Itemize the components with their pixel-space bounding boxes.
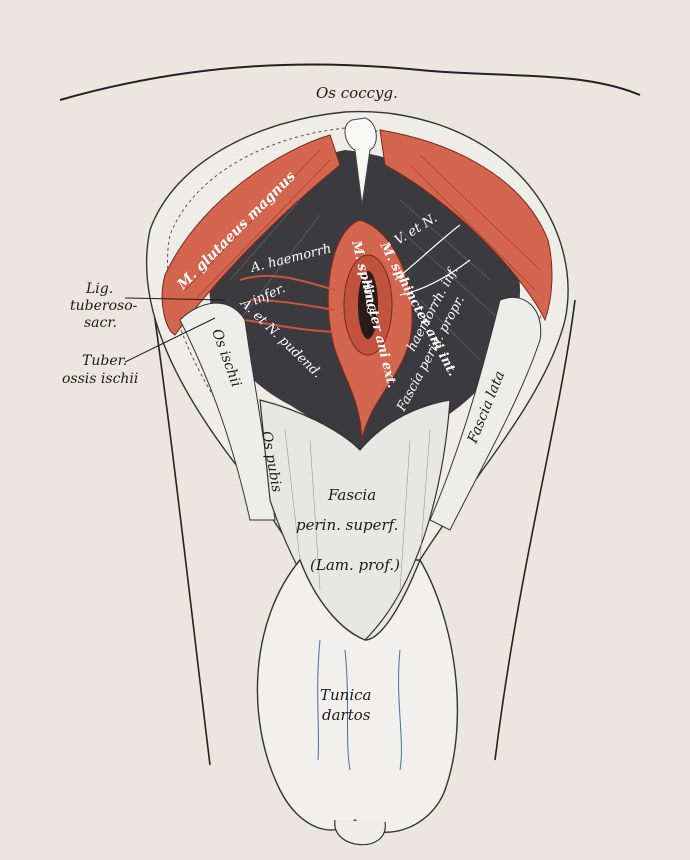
label-ossis-ischii: ossis ischii [62,371,138,387]
fossa-hatching [229,199,501,361]
label-anus: Anus [360,280,378,316]
label-lig-tuberoso: tuberoso- [70,298,138,314]
label-tunica: Tunica [320,686,371,704]
coccyx [344,117,377,206]
body-outline [59,63,641,101]
glutaeus-left [161,134,341,336]
haemorrhoidal-vessels-left [239,274,336,333]
label-os-coccyg: Os coccyg. [316,84,398,102]
os-ischii-right [429,296,542,531]
label-lam-prof: (Lam. prof.) [310,556,400,574]
haemorrhoidal-vessels-right [394,224,471,296]
label-fascia: Fascia [327,486,376,504]
left-thigh-outline [147,269,211,766]
penis-tip [334,819,386,846]
label-lig-sacr: sacr. [84,315,117,331]
glutaeus-fibers [184,149,541,301]
leader-lig [124,297,226,301]
leader-tuber [124,317,216,363]
dartos-vessels [317,639,402,771]
label-tuber: Tuber. [82,353,127,369]
tunica-dartos [256,558,459,833]
fascia-hatching [284,429,431,591]
right-thigh-outline [494,299,576,761]
label-perin-superf: perin. superf. [296,516,398,534]
anus [358,271,378,339]
label-dartos: dartos [322,706,371,724]
label-lig: Lig. [85,281,113,297]
